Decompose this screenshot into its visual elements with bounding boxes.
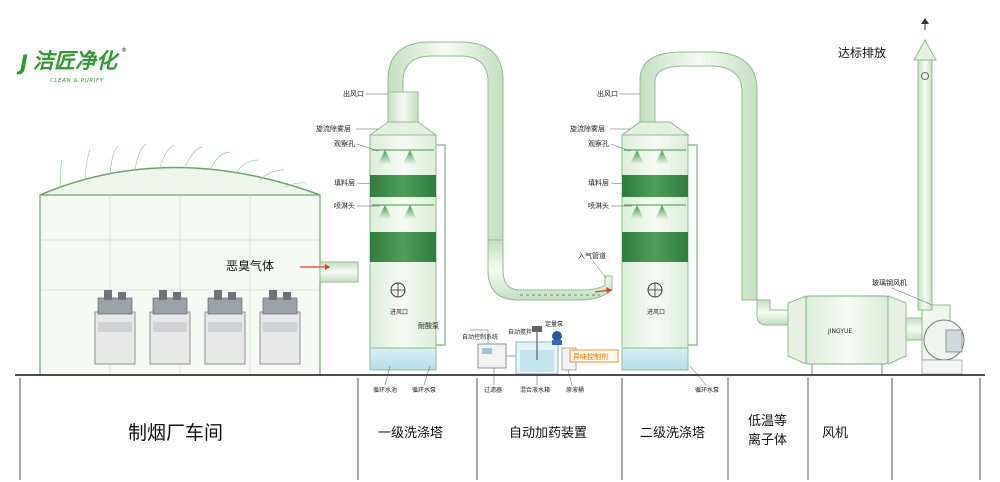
section-workshop: 制烟厂车间	[128, 422, 223, 444]
cigarette-machine-1	[94, 290, 136, 365]
scrubber-tower-1	[368, 41, 504, 371]
logo-text: 洁匠净化	[33, 49, 120, 73]
dosing-tank-label: 混合液水箱	[520, 386, 550, 394]
t1-window-label: 观察孔	[334, 139, 355, 148]
dosing-metering-label: 定量泵	[545, 320, 563, 328]
t2-pump-label: 循环水泵	[695, 386, 719, 394]
t2-packing-label: 填料层	[588, 178, 609, 187]
t1-outlet-label: 出风口	[343, 89, 364, 98]
dosing-mixer-label: 自动搅拌	[508, 328, 532, 336]
logo-subtitle: CLEAN & PURIFY	[50, 78, 104, 84]
cigarette-machine-4	[259, 290, 301, 365]
workshop-greenhouse	[39, 143, 321, 376]
t1-packing-label: 填料层	[334, 178, 355, 187]
scrubber-tower-2	[620, 51, 758, 371]
inlet-duct: 恶臭气体	[226, 258, 359, 283]
t2-intake-pipe-label: 入气管道	[578, 251, 606, 260]
emission-label: 达标排放	[838, 45, 886, 60]
dosing-unit: 异味控制剂	[470, 326, 619, 375]
plasma-unit: JINGYUE	[756, 295, 907, 375]
plasma-badge: JINGYUE	[827, 328, 852, 335]
t1-acid-pump-label: 耐酸泵	[418, 321, 439, 330]
cigarette-machine-2	[149, 290, 191, 365]
section-tower2: 二级洗涤塔	[640, 426, 705, 441]
t1-demister-label: 旋流除雾层	[316, 124, 351, 133]
logo-mark: J	[16, 51, 28, 75]
section-labels: 制烟厂车间 一级洗涤塔 自动加药装置 二级洗涤塔 低温等 离子体 风机	[128, 413, 848, 448]
t1-pool-label: 循环水池	[373, 386, 397, 394]
dosing-filter-label: 过滤器	[484, 386, 502, 394]
odor-agent-label: 异味控制剂	[573, 352, 608, 361]
cigarette-machine-3	[204, 290, 246, 365]
dosing-labels: 自动控制系统 自动搅拌 定量泵 过滤器 混合液水箱 原液桶	[462, 320, 584, 394]
t2-outlet-label: 出风口	[597, 89, 618, 98]
section-fan: 风机	[822, 426, 848, 441]
t1-pump-label: 循环水泵	[412, 386, 436, 394]
inter-tower-pipe: 入气管道	[487, 239, 613, 301]
section-plasma-line1: 低温等	[748, 413, 787, 429]
t2-window-label: 观察孔	[588, 139, 609, 148]
logo-registered: ®	[121, 47, 127, 54]
tower1-labels: 出风口 旋流除雾层 观察孔 填料层 喷淋头 进风口 耐酸泵 循环水池 循环水泵	[316, 89, 439, 394]
t2-demister-label: 旋流除雾层	[570, 124, 605, 133]
t2-inlet-label: 进风口	[647, 308, 665, 316]
brand-logo: J 洁匠净化 ® CLEAN & PURIFY	[16, 47, 127, 84]
tower2-labels: 出风口 旋流除雾层 观察孔 填料层 喷淋头 进风口 循环水泵	[570, 89, 719, 394]
section-dividers	[19, 378, 981, 480]
fan-and-stack: 达标排放 玻璃钢风机	[838, 18, 965, 375]
foul-gas-label: 恶臭气体	[226, 258, 274, 273]
section-tower1: 一级洗涤塔	[378, 426, 443, 441]
t2-nozzle-label: 喷淋头	[588, 201, 609, 210]
t1-nozzle-label: 喷淋头	[334, 201, 355, 210]
section-dosing: 自动加药装置	[509, 426, 587, 441]
fan-label: 玻璃钢风机	[872, 278, 907, 287]
dosing-control-label: 自动控制系统	[462, 333, 498, 341]
section-plasma-line2: 离子体	[748, 432, 787, 448]
t1-inlet-label: 进风口	[390, 308, 408, 316]
dosing-raw-label: 原液桶	[566, 386, 584, 394]
